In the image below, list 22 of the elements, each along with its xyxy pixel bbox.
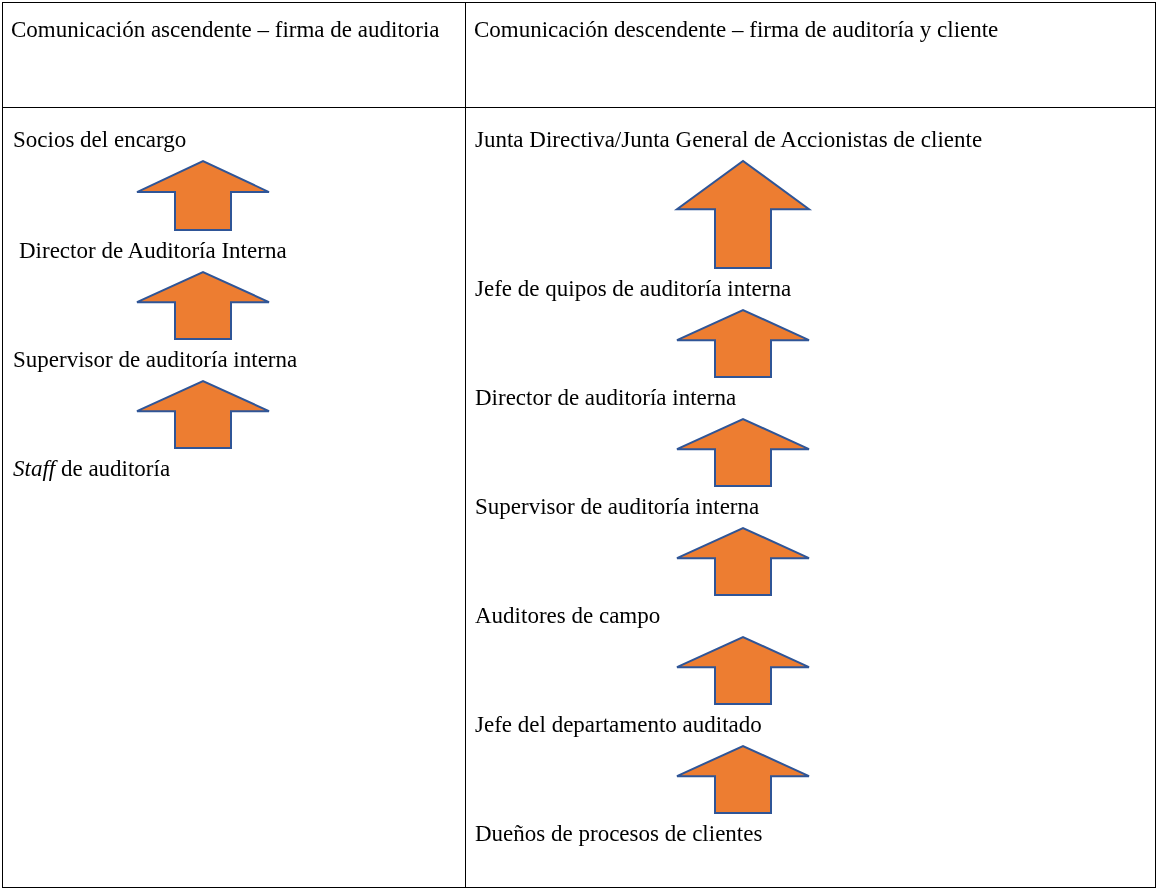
block-arrow xyxy=(136,159,270,231)
role-label: Director de auditoría interna xyxy=(475,379,737,417)
block-arrow xyxy=(673,159,813,269)
role-label: Supervisor de auditoría interna xyxy=(13,341,298,379)
block-arrow xyxy=(676,417,810,487)
block-arrow xyxy=(136,379,270,449)
column-header: Comunicación ascendente – firma de auditoria xyxy=(10,16,441,44)
block-arrow xyxy=(136,270,270,340)
role-label: Supervisor de auditoría interna xyxy=(475,488,760,526)
role-label: Socios del encargo xyxy=(13,121,187,159)
block-arrow xyxy=(676,635,810,705)
block-arrow xyxy=(676,744,810,814)
role-label: Junta Directiva/Junta General de Accionistas de cliente xyxy=(475,121,983,159)
role-label: Director de Auditoría Interna xyxy=(19,232,287,270)
role-label: Auditores de campo xyxy=(475,597,661,635)
role-label: Jefe del departamento auditado xyxy=(475,706,762,744)
role-label: Jefe de quipos de auditoría interna xyxy=(475,270,792,308)
block-arrow xyxy=(676,308,810,378)
column-header: Comunicación descendente – firma de auditoría y cliente xyxy=(473,16,1000,44)
role-label: Staff de auditoría xyxy=(13,450,171,488)
role-label: Dueños de procesos de clientes xyxy=(475,815,763,853)
block-arrow xyxy=(676,526,810,596)
